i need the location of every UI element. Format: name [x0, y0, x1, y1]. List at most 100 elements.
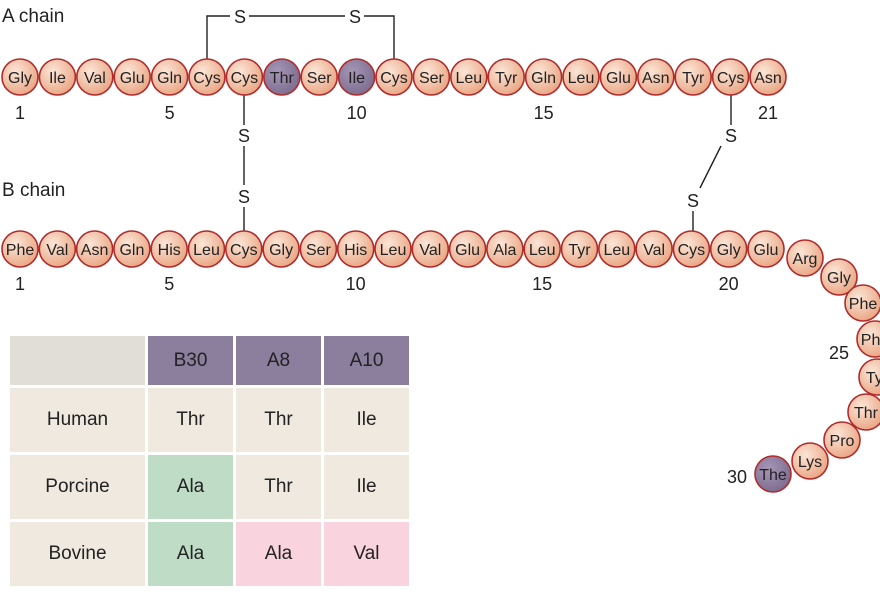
table-cell: Ala [145, 452, 236, 522]
residue-label: Glu [455, 242, 480, 259]
residue-circle [411, 230, 450, 268]
table-cell: Thr [233, 385, 324, 455]
residue-circle [374, 230, 412, 268]
residue-label: Ile [49, 70, 66, 87]
residue-A2: Ile [38, 58, 77, 96]
residue-label: Gly [717, 242, 741, 259]
sulfur-atom-label: S [725, 126, 737, 146]
residue-circle [791, 442, 829, 480]
residue-label: Ala [493, 242, 516, 259]
position-number: 30 [727, 467, 747, 487]
residue-B30: The [754, 455, 792, 493]
position-number: 20 [719, 274, 739, 294]
residue-circle [599, 58, 638, 96]
residue-A20: Cys [711, 58, 750, 96]
residue-label: Tyr [495, 70, 518, 87]
residue-circle [113, 230, 151, 268]
residue-circle [336, 230, 375, 268]
position-number: 15 [534, 103, 554, 123]
residue-B9: Ser [299, 230, 338, 268]
residue-circle [823, 421, 861, 459]
residue-label: Gln [119, 242, 144, 259]
residue-circle [709, 230, 748, 268]
residue-B3: Asn [75, 230, 114, 268]
residue-label: Cys [193, 70, 221, 87]
residue-circle [150, 58, 189, 96]
residue-B22: Arg [786, 239, 824, 277]
residue-B16: Tyr [560, 230, 599, 268]
residue-label: Glu [120, 70, 145, 87]
residue-label: Lys [798, 454, 822, 471]
residue-circle [635, 230, 673, 268]
table-cell: Ala [145, 519, 236, 589]
residue-label: Tyr [866, 370, 880, 387]
residue-label: His [344, 242, 367, 259]
residue-circle [299, 230, 338, 268]
residue-label: Cys [678, 242, 706, 259]
residue-circle [448, 230, 487, 268]
residue-B29: Lys [791, 442, 829, 480]
interchain-disulfide-bond-a20-b19: S S [687, 95, 737, 231]
residue-label: Leu [568, 70, 595, 87]
residue-label: Val [643, 242, 665, 259]
residue-label: Gly [827, 270, 851, 287]
residue-A17: Glu [599, 58, 638, 96]
residue-B8: Gly [262, 230, 300, 268]
residue-circle [749, 58, 787, 96]
residue-B21: Glu [747, 230, 785, 268]
residue-B10: His [336, 230, 375, 268]
residue-label: Ser [419, 70, 445, 87]
residue-circle [38, 58, 77, 96]
residue-A1: Gly [1, 58, 39, 96]
sulfur-atom-label: S [234, 7, 246, 27]
residue-A21: Asn [749, 58, 787, 96]
residue-circle [337, 58, 376, 96]
residue-A13: Leu [449, 58, 488, 96]
species-label: Human [7, 385, 148, 455]
residue-circle [225, 230, 263, 268]
residue-B25: Phe [856, 320, 880, 358]
residue-B15: Leu [523, 230, 562, 268]
residue-circle [747, 230, 785, 268]
residue-label: Leu [455, 70, 482, 87]
residue-label: Thr [270, 70, 295, 87]
residue-circle [562, 58, 600, 96]
residue-circle [856, 320, 880, 358]
position-number: 21 [758, 103, 778, 123]
residue-A18: Asn [636, 58, 675, 96]
residue-label: Gln [531, 70, 556, 87]
residue-label: Asn [81, 242, 109, 259]
residue-circle [225, 58, 264, 96]
residue-B6: Leu [187, 230, 226, 268]
residue-circle [523, 230, 562, 268]
position-number: 10 [347, 103, 367, 123]
residue-B7: Cys [225, 230, 263, 268]
residue-A12: Ser [412, 58, 451, 96]
species-comparison-table: B30 A8 A10 Human Thr Thr Ile Porcine Ala… [7, 333, 412, 589]
species-label: Bovine [7, 519, 148, 589]
residue-circle [38, 230, 77, 268]
residue-circle [449, 58, 488, 96]
residue-circle [711, 58, 750, 96]
a-chain-label: A chain [2, 6, 64, 27]
residue-A15: Gln [524, 58, 563, 96]
residue-A16: Leu [562, 58, 600, 96]
residue-circle [1, 58, 39, 96]
residue-label: Cys [380, 70, 408, 87]
residue-circle [113, 58, 151, 96]
residue-label: Asn [642, 70, 670, 87]
residue-label: Tyr [568, 242, 591, 259]
residue-A10: Ile [337, 58, 376, 96]
residue-B20: Gly [709, 230, 748, 268]
residue-circle [754, 455, 792, 493]
residue-label: Val [46, 242, 68, 259]
residue-label: Leu [529, 242, 556, 259]
residue-label: Leu [603, 242, 630, 259]
sulfur-atom-label: S [238, 187, 250, 207]
residue-circle [597, 230, 636, 268]
residue-circle [524, 58, 563, 96]
residue-circle [75, 230, 114, 268]
residue-circle [672, 230, 711, 268]
